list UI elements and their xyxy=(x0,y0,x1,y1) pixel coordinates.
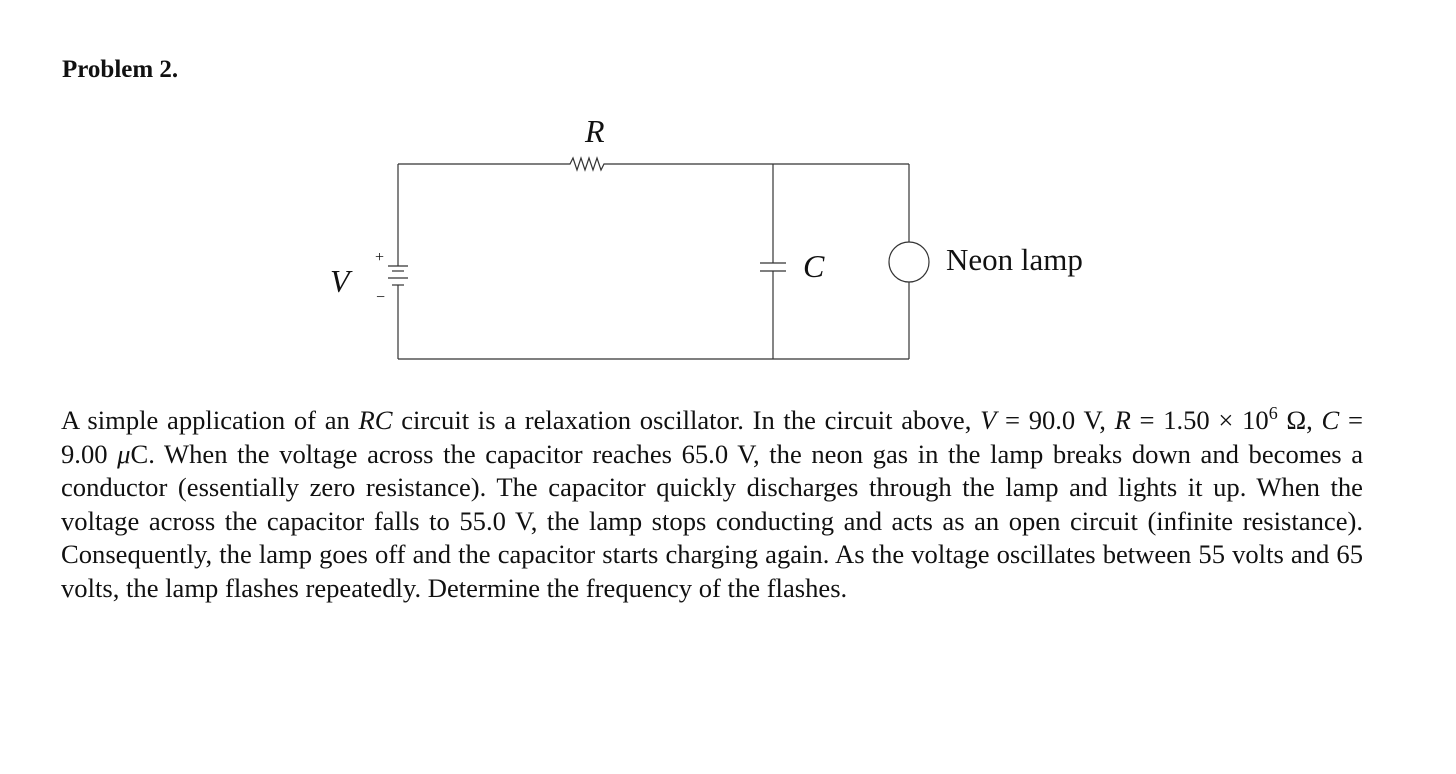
text-part: C. When the voltage across the capacitor… xyxy=(61,438,1363,603)
neon-lamp-symbol xyxy=(888,241,930,283)
problem-statement: A simple application of an RC circuit is… xyxy=(61,404,1363,605)
lamp-label: Neon lamp xyxy=(946,242,1083,277)
mu-symbol: μ xyxy=(117,438,131,469)
text-part: A simple application of an xyxy=(61,405,359,435)
battery-minus-label: − xyxy=(376,289,385,306)
battery-symbol xyxy=(388,265,408,286)
rc-symbol: RC xyxy=(358,405,393,435)
r-value: = 1.50 × 10 xyxy=(1130,405,1269,435)
c-symbol: C xyxy=(1321,405,1340,435)
r-symbol: R xyxy=(1114,405,1131,435)
resistor-label: R xyxy=(584,113,605,149)
battery-plus-label: + xyxy=(375,249,384,266)
r-unit: Ω, xyxy=(1277,405,1322,435)
c-value: = 9.00 xyxy=(61,405,1363,469)
capacitor-symbol xyxy=(760,262,786,272)
rc-circuit-diagram: R V + − C Neon lamp xyxy=(330,113,1083,360)
v-value: = 90.0 V, xyxy=(996,405,1115,435)
text-part: circuit is a relaxation oscillator. In t… xyxy=(392,405,981,435)
r-exponent: 6 xyxy=(1268,403,1278,423)
resistor-symbol xyxy=(566,156,608,172)
capacitor-label: C xyxy=(803,248,825,284)
v-symbol: V xyxy=(980,405,997,435)
source-label: V xyxy=(330,263,353,299)
problem-heading: Problem 2. xyxy=(62,56,179,83)
